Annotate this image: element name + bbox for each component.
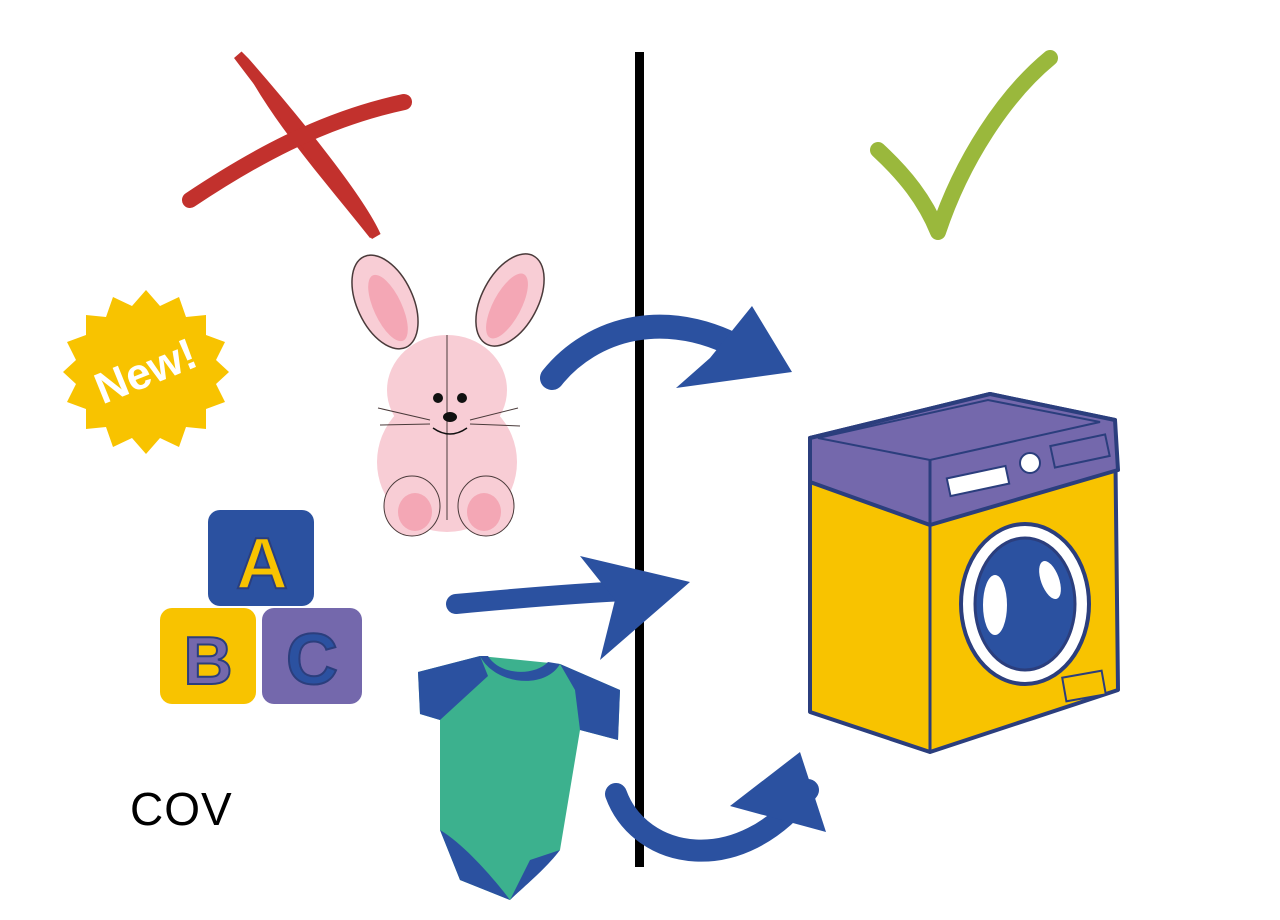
block-letter-c: C bbox=[286, 620, 338, 700]
bunny-plush-icon bbox=[351, 253, 545, 537]
washing-machine-icon bbox=[808, 392, 1120, 754]
new-badge: New! bbox=[63, 290, 229, 454]
baby-bodysuit-icon bbox=[418, 656, 620, 900]
arrow-icon bbox=[540, 306, 792, 390]
block-letter-a: A bbox=[236, 524, 288, 604]
x-mark-icon bbox=[182, 51, 412, 240]
block-letter-b: B bbox=[183, 623, 232, 699]
check-mark-icon bbox=[870, 50, 1058, 240]
abc-blocks-icon: A B C bbox=[160, 510, 362, 704]
caption-text: COV bbox=[130, 783, 233, 835]
arrow-icon bbox=[605, 752, 826, 862]
arrow-icon bbox=[446, 556, 690, 660]
vertical-divider bbox=[635, 52, 644, 867]
